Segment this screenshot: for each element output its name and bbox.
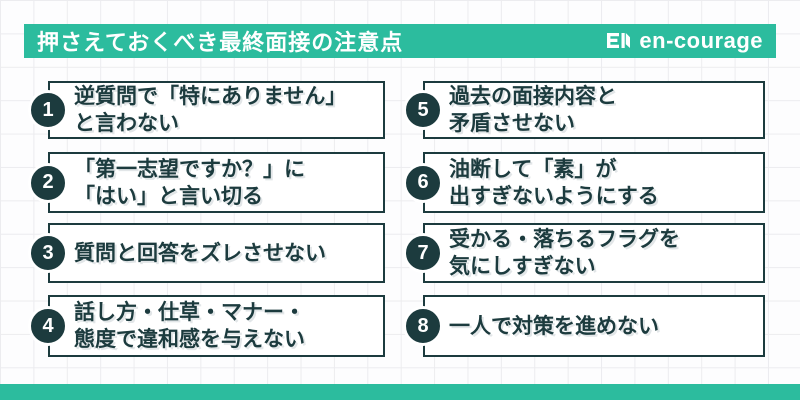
item-number-badge: 7 [403,233,443,273]
footer-accent-bar [0,384,800,400]
item-number-badge: 6 [403,162,443,203]
brand-name: en-courage [639,28,763,53]
list-item-5: 5 過去の面接内容と 矛盾させない [403,81,765,139]
item-text-line2: 「はい」と言い切る [74,184,263,208]
item-text-line2: 態度で違和感を与えない [74,328,305,351]
page-title: 押さえておくべき最終面接の注意点 [37,30,404,55]
open-book-icon [607,32,631,48]
item-number-badge: 1 [28,90,68,130]
item-number-badge: 8 [403,306,443,346]
item-number-badge: 3 [28,233,68,273]
header-bar: 押さえておくべき最終面接の注意点 en-courage [24,24,776,58]
item-text-line1: 一人で対策を進めない [449,314,659,338]
item-number-badge: 5 [403,90,443,130]
item-text-line1: 受かる・落ちるフラグを [449,228,680,251]
item-text-line1: 過去の面接内容と [449,85,617,108]
item-text: 話し方・仕草・マナー・ 態度で違和感を与えない [50,299,305,353]
list-item-6: 6 油断して「素」が 出すぎないようにする [403,152,765,213]
item-text-line2: と言わない [74,112,179,135]
item-text: 油断して「素」が 出すぎないようにする [425,156,659,210]
item-text: 一人で対策を進めない [425,313,659,340]
item-text-line2: 気にしすぎない [449,255,596,278]
item-text: 「第一志望ですか？」に 「はい」と言い切る [50,156,305,210]
list-item-7: 7 受かる・落ちるフラグを 気にしすぎない [403,223,765,283]
item-number-badge: 2 [28,162,68,203]
list-item-4: 4 話し方・仕草・マナー・ 態度で違和感を与えない [28,295,385,357]
list-item-3: 3 質問と回答をズレさせない [28,223,385,283]
brand-logo: en-courage [605,28,763,54]
item-text: 過去の面接内容と 矛盾させない [425,83,617,137]
item-text-line2: 出すぎないようにする [449,184,659,208]
item-text-line1: 油断して「素」が [449,157,617,181]
item-text: 逆質問で「特にありません」 と言わない [50,83,346,137]
item-number-badge: 4 [28,306,68,346]
item-text-line1: 「第一志望ですか？」に [74,157,305,181]
item-text-line2: 矛盾させない [449,112,575,135]
item-text: 受かる・落ちるフラグを 気にしすぎない [425,226,680,280]
item-text-line1: 質問と回答をズレさせない [74,241,326,265]
item-text: 質問と回答をズレさせない [50,240,326,267]
item-text-line1: 逆質問で「特にありません」 [74,85,347,108]
item-text-line1: 話し方・仕草・マナー・ [74,301,305,324]
list-item-2: 2 「第一志望ですか？」に 「はい」と言い切る [28,152,385,213]
list-item-8: 8 一人で対策を進めない [403,295,765,357]
list-item-1: 1 逆質問で「特にありません」 と言わない [28,81,385,139]
